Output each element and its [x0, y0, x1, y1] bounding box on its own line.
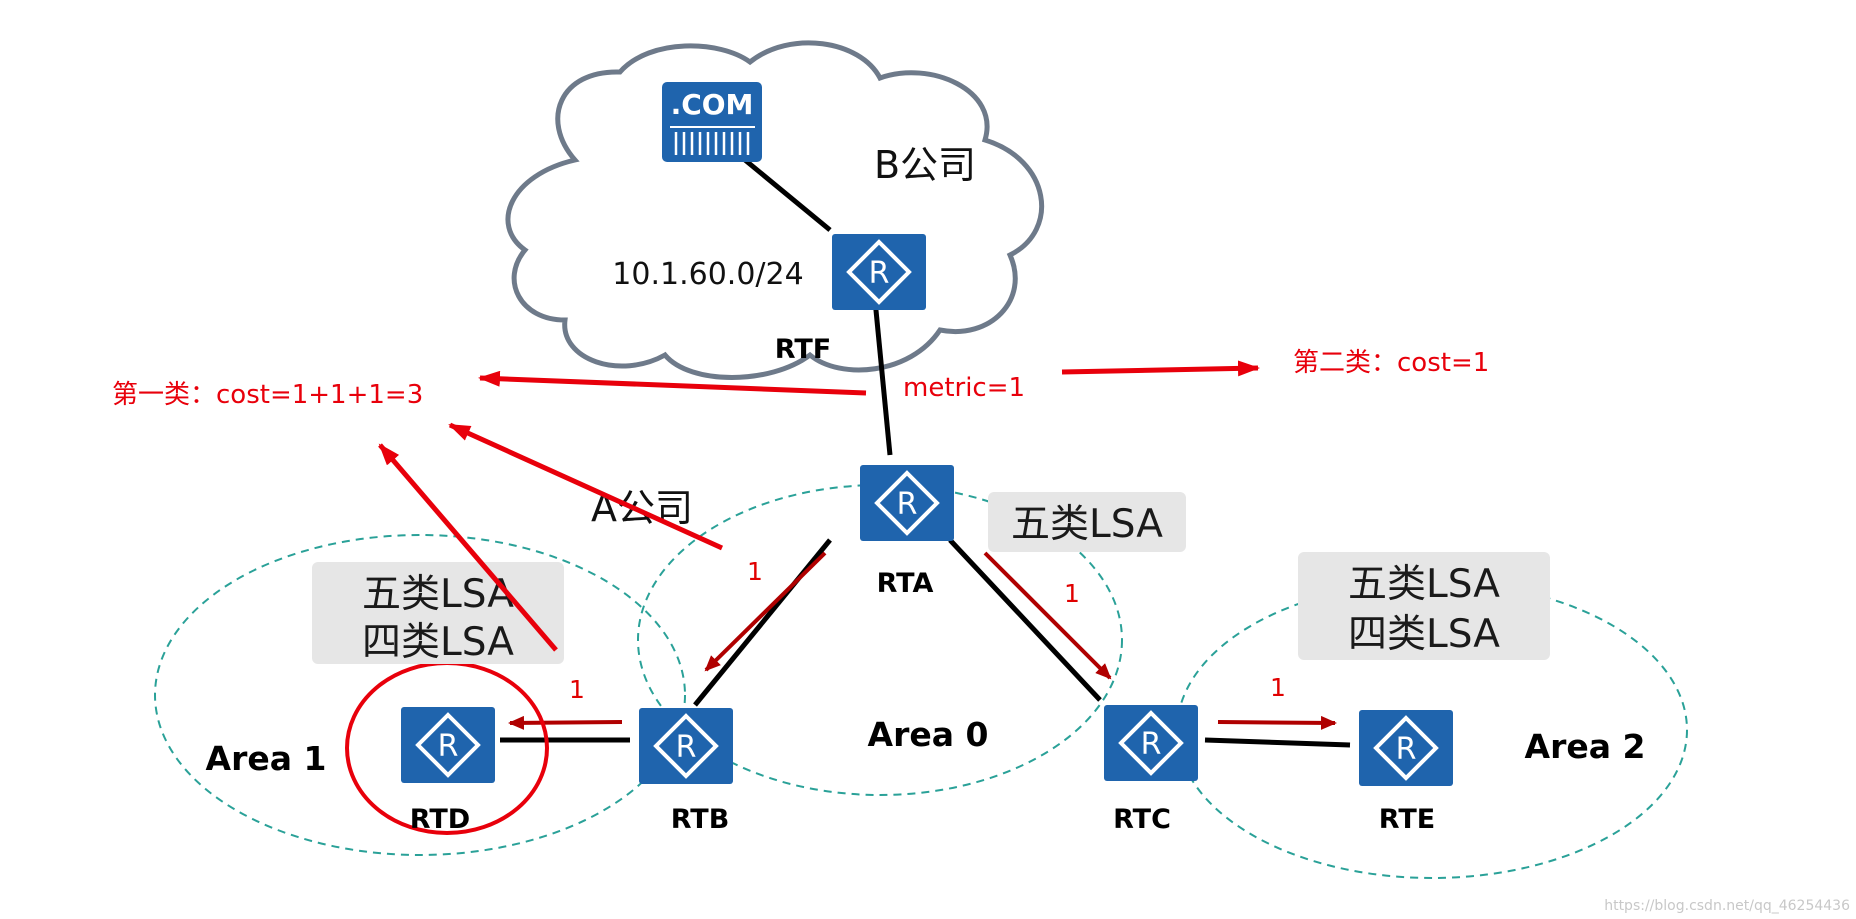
- lsa-area1-line2: 四类LSA: [362, 620, 514, 665]
- metric-label: metric=1: [903, 373, 1025, 403]
- subnet-label: 10.1.60.0/24: [612, 257, 803, 292]
- router-label-rta: RTA: [877, 568, 934, 599]
- lsa-flood-arrows: [508, 551, 1337, 730]
- router-rtc-icon: R: [1102, 703, 1200, 783]
- link-rta-rtc: [948, 538, 1102, 702]
- router-label-rtc: RTC: [1113, 804, 1171, 835]
- link-rtf-rta: [872, 299, 893, 456]
- arrow-metric-to-type1: [478, 370, 867, 396]
- router-label-rte: RTE: [1379, 804, 1435, 835]
- lsa-area1-line1: 五类LSA: [362, 572, 514, 617]
- lsa-area0-line1: 五类LSA: [1011, 502, 1163, 547]
- svg-text:R: R: [1141, 727, 1162, 762]
- arrow-rta-to-rtb: [704, 551, 827, 672]
- area-1-label: Area 1: [206, 739, 327, 778]
- router-label-rtf: RTF: [775, 334, 831, 365]
- svg-text:R: R: [438, 729, 459, 764]
- svg-text:R: R: [676, 730, 697, 765]
- arrow-rtb-to-rtd: [508, 715, 623, 730]
- router-label-rtb: RTB: [671, 804, 730, 835]
- company-b-label: B公司: [874, 143, 976, 187]
- cost-rta-rtb: 1: [747, 557, 763, 586]
- router-rta-icon: R: [858, 463, 956, 543]
- router-rtf-icon: R: [830, 232, 928, 312]
- router-rtb-icon: R: [637, 706, 735, 786]
- area-0-label: Area 0: [868, 715, 989, 754]
- watermark: https://blog.csdn.net/qq_46254436: [1604, 898, 1850, 914]
- area-1-boundary: [154, 534, 686, 856]
- lsa-area2-line1: 五类LSA: [1348, 562, 1500, 607]
- lsa-box-area0: [988, 492, 1186, 552]
- router-rte-icon: R: [1357, 708, 1455, 788]
- company-b-cloud: [505, 40, 1045, 380]
- cost-rta-rtc: 1: [1064, 579, 1080, 608]
- company-a-label: A公司: [591, 486, 693, 530]
- cost-annotation-arrows: [378, 360, 1260, 652]
- arrow-rtc-to-rte: [1217, 715, 1337, 730]
- svg-text:R: R: [1396, 732, 1417, 767]
- type2-cost-label: 第二类：cost=1: [1293, 348, 1489, 378]
- link-rtc-rte: [1204, 737, 1351, 748]
- router-label-rtd: RTD: [410, 804, 470, 835]
- com-server-icon: .COM: [662, 82, 762, 162]
- type1-cost-label: 第一类：cost=1+1+1=3: [112, 380, 423, 410]
- area-0-boundary: [637, 484, 1123, 796]
- arrow-rtd-to-type1: [378, 443, 558, 652]
- cost-rtc-rte: 1: [1270, 673, 1286, 702]
- server-label: .COM: [671, 88, 754, 121]
- area-2-boundary: [1176, 581, 1688, 879]
- router-rtd-icon: R: [399, 705, 497, 785]
- svg-text:R: R: [897, 487, 918, 522]
- arrow-rta-to-rtc: [983, 551, 1112, 680]
- lsa-area2-line2: 四类LSA: [1348, 612, 1500, 657]
- svg-text:R: R: [869, 256, 890, 291]
- arrow-metric-to-type2: [1061, 360, 1260, 377]
- area-2-label: Area 2: [1525, 727, 1646, 766]
- lsa-box-area2: [1298, 552, 1550, 660]
- arrow-rta-path-to-type1: [448, 422, 724, 551]
- link-server-rtf: [743, 158, 832, 232]
- cost-rtb-rtd: 1: [569, 675, 585, 704]
